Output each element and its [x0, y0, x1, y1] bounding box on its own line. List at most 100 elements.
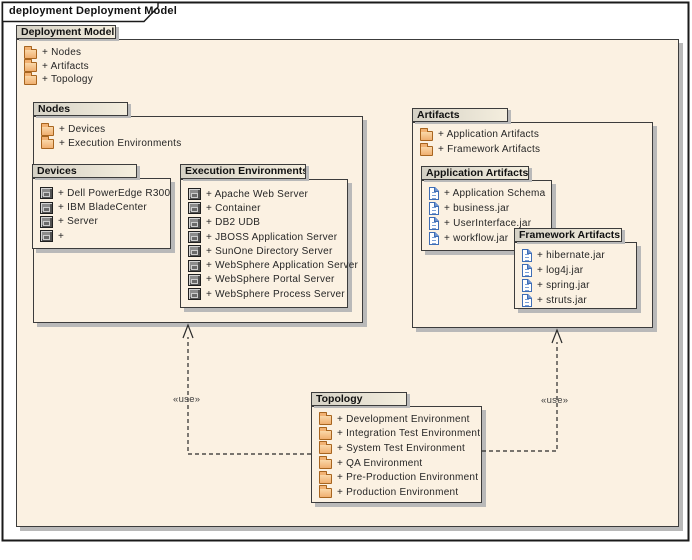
tree-item[interactable]: + Topology [17, 73, 678, 86]
package-body-topology[interactable]: + Development Environment + Integration … [311, 406, 482, 503]
artifact-icon [522, 249, 532, 262]
item-label: + Container [206, 203, 261, 214]
item-label: + struts.jar [537, 295, 587, 306]
item-label: + JBOSS Application Server [206, 232, 337, 243]
tree-item[interactable]: + Pre-Production Environment [312, 470, 481, 485]
node-icon [188, 274, 201, 286]
tree-item[interactable]: + Integration Test Environment [312, 427, 481, 442]
item-label: + Server [58, 216, 98, 227]
tree-item[interactable]: + Container [181, 201, 347, 215]
tree-item[interactable]: + Apache Web Server [181, 187, 347, 201]
folder-icon [41, 139, 54, 149]
item-label: + Apache Web Server [206, 189, 308, 200]
folder-icon [319, 430, 332, 440]
node-icon [188, 202, 201, 214]
item-label: + Framework Artifacts [438, 144, 540, 155]
tree-item[interactable]: + Framework Artifacts [413, 142, 652, 157]
item-label: + Development Environment [337, 414, 470, 425]
tree-item[interactable]: + WebSphere Application Server [181, 258, 347, 272]
artifact-icon [429, 217, 439, 230]
item-label: + SunOne Directory Server [206, 246, 333, 257]
package-tab-devices[interactable]: Devices [32, 164, 137, 178]
package-tab-artifacts[interactable]: Artifacts [412, 108, 508, 122]
folder-icon [41, 126, 54, 136]
artifact-icon [522, 294, 532, 307]
tree-item[interactable]: + Dell PowerEdge R300 [33, 186, 170, 200]
tree-item[interactable]: + Devices [34, 123, 362, 136]
frame-title: deployment Deployment Model [9, 5, 177, 17]
node-icon [40, 187, 53, 199]
item-label: + WebSphere Application Server [206, 260, 358, 271]
item-label: + log4j.jar [537, 265, 583, 276]
artifact-icon [522, 264, 532, 277]
tree-item[interactable]: + Nodes [17, 46, 678, 59]
node-icon [188, 188, 201, 200]
node-icon [188, 245, 201, 257]
tree-item[interactable]: + Production Environment [312, 485, 481, 500]
item-label: + Execution Environments [59, 138, 181, 149]
folder-icon [319, 488, 332, 498]
package-tab-application-artifacts[interactable]: Application Artifacts [421, 166, 529, 180]
item-label: + Application Schema [444, 188, 545, 199]
artifact-icon [522, 279, 532, 292]
artifact-icon [429, 232, 439, 245]
node-icon [188, 217, 201, 229]
tree-item[interactable]: + business.jar [422, 201, 551, 216]
node-icon [40, 230, 53, 242]
folder-icon [420, 146, 433, 156]
folder-icon [24, 62, 37, 72]
item-label: + Application Artifacts [438, 129, 539, 140]
tree-item[interactable]: + SunOne Directory Server [181, 244, 347, 258]
node-icon [40, 202, 53, 214]
item-label: + Pre-Production Environment [337, 472, 478, 483]
tree-item[interactable]: + WebSphere Portal Server [181, 273, 347, 287]
package-tab-execution-environments[interactable]: Execution Environments [180, 164, 306, 179]
item-label: + spring.jar [537, 280, 590, 291]
package-body-devices[interactable]: + Dell PowerEdge R300 + IBM BladeCenter … [32, 178, 171, 249]
artifact-icon [429, 202, 439, 215]
item-label: + Topology [42, 74, 93, 85]
tree-item[interactable]: + WebSphere Process Server [181, 287, 347, 301]
item-label: + Devices [59, 124, 105, 135]
package-tab-deployment-model[interactable]: Deployment Model [16, 25, 116, 39]
node-icon [40, 216, 53, 228]
item-label: + Integration Test Environment [337, 428, 480, 439]
item-label: + DB2 UDB [206, 217, 260, 228]
tree-item[interactable]: + struts.jar [515, 293, 636, 308]
tree-item[interactable]: + System Test Environment [312, 441, 481, 456]
tree-item[interactable]: + spring.jar [515, 278, 636, 293]
tree-item[interactable]: + Application Schema [422, 186, 551, 201]
tree-item[interactable]: + IBM BladeCenter [33, 200, 170, 214]
item-label: + IBM BladeCenter [58, 202, 147, 213]
tree-item[interactable]: + Server [33, 215, 170, 229]
folder-icon [420, 131, 433, 141]
item-label: + WebSphere Portal Server [206, 274, 335, 285]
tree-item[interactable]: + DB2 UDB [181, 216, 347, 230]
folder-icon [24, 49, 37, 59]
tree-item[interactable]: + hibernate.jar [515, 248, 636, 263]
tree-item[interactable]: + [33, 229, 170, 243]
folder-icon [319, 459, 332, 469]
item-label: + [58, 231, 64, 242]
use-stereotype-label-right: «use» [541, 395, 568, 406]
tree-item[interactable]: + Development Environment [312, 412, 481, 427]
package-tab-topology[interactable]: Topology [311, 392, 407, 406]
item-label: + workflow.jar [444, 233, 508, 244]
item-label: + Production Environment [337, 487, 458, 498]
package-tab-nodes[interactable]: Nodes [33, 102, 128, 116]
item-label: + Nodes [42, 47, 81, 58]
package-body-framework-artifacts[interactable]: + hibernate.jar + log4j.jar + spring.jar… [514, 242, 637, 309]
tree-item[interactable]: + Artifacts [17, 59, 678, 72]
node-icon [188, 260, 201, 272]
tree-item[interactable]: + JBOSS Application Server [181, 230, 347, 244]
tree-item[interactable]: + Execution Environments [34, 136, 362, 149]
package-body-execution-environments[interactable]: + Apache Web Server + Container + DB2 UD… [180, 179, 348, 308]
package-tab-framework-artifacts[interactable]: Framework Artifacts [514, 228, 622, 242]
use-stereotype-label-left: «use» [173, 394, 200, 405]
tree-item[interactable]: + Application Artifacts [413, 127, 652, 142]
tree-item[interactable]: + log4j.jar [515, 263, 636, 278]
tree-item[interactable]: + QA Environment [312, 456, 481, 471]
item-label: + hibernate.jar [537, 250, 605, 261]
node-icon [188, 231, 201, 243]
